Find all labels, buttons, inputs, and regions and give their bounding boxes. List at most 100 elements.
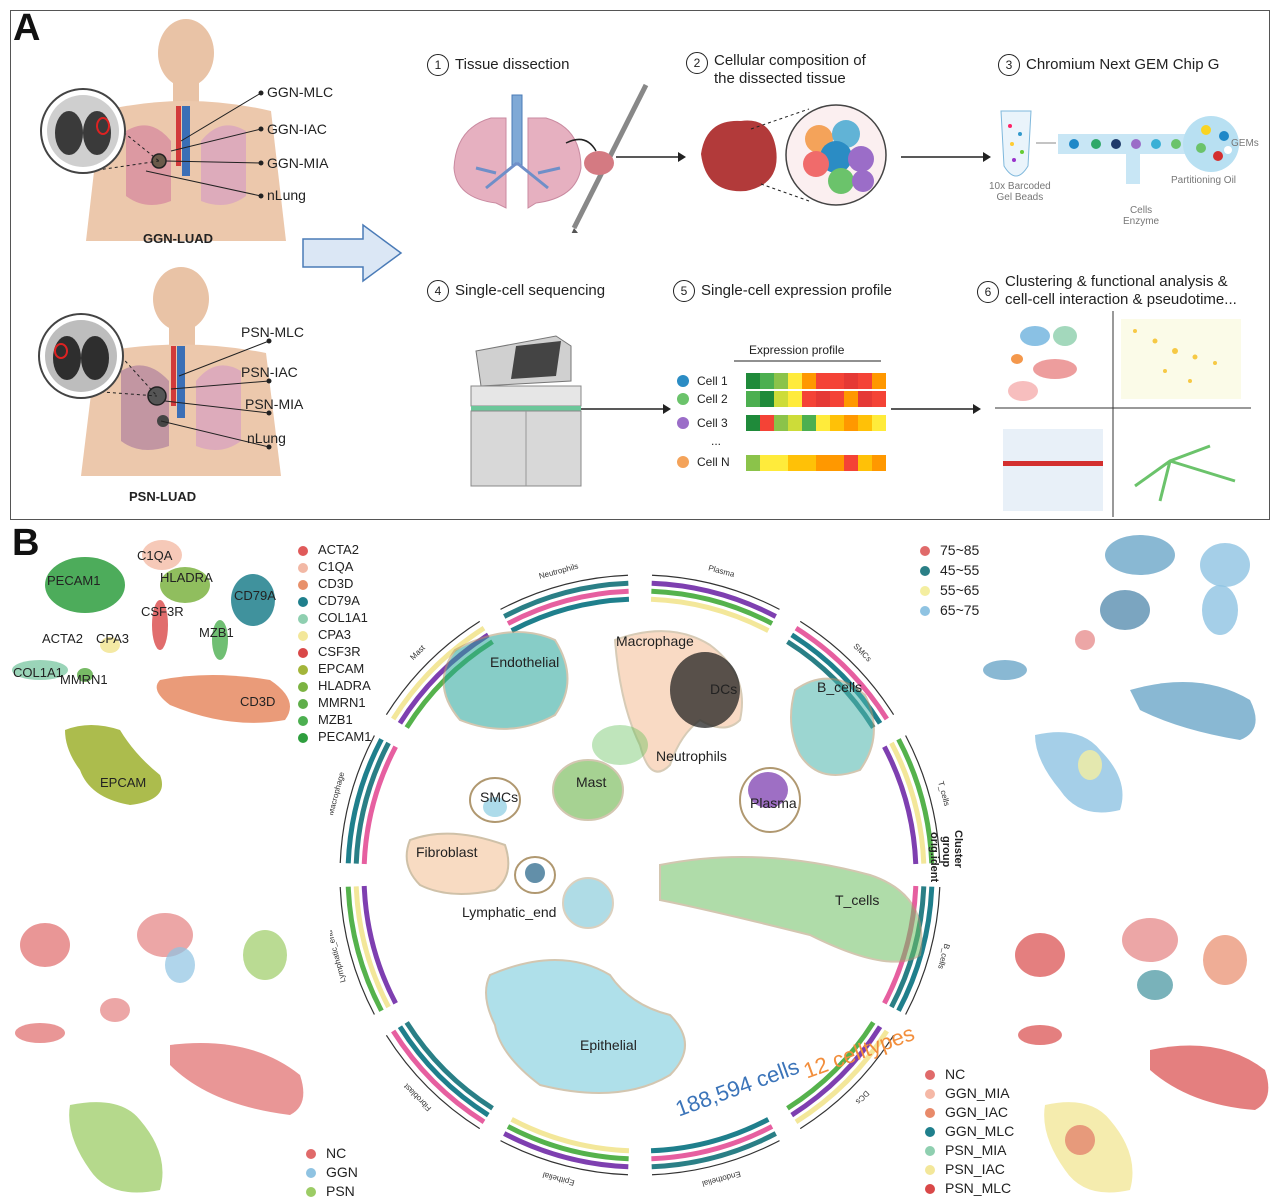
- cell-1-label: Cell 1: [697, 374, 728, 388]
- ring-arc: [503, 580, 629, 619]
- heatmap-cell: [830, 415, 844, 431]
- psn-label-mia: PSN-MIA: [245, 396, 304, 412]
- sequencer-illustration: [470, 335, 582, 487]
- ring-arc: [794, 626, 889, 721]
- cluster-label-fibroblast: Fibroblast: [416, 844, 478, 860]
- heatmap-cell: [802, 455, 816, 471]
- cluster-label-smcs: SMCs: [480, 789, 519, 805]
- ring-arc: [651, 1131, 777, 1170]
- heatmap-cell: [872, 415, 886, 431]
- orig-legend-item: PSN_IAC: [925, 1161, 1005, 1177]
- cell-n-label: Cell N: [697, 455, 730, 469]
- ring-sector-label: Epithelial: [542, 1170, 576, 1187]
- ring-sector-label: Plasma: [707, 563, 736, 579]
- heatmap-cell: [774, 455, 788, 471]
- heatmap-cell: [774, 373, 788, 389]
- heatmap-cell: [746, 455, 760, 471]
- ring-arc: [353, 886, 391, 1009]
- psn-label-iac: PSN-IAC: [241, 364, 298, 380]
- orig-legend-item: PSN_MLC: [925, 1180, 1011, 1196]
- ring-arc: [651, 588, 774, 626]
- heatmap-cell: [830, 455, 844, 471]
- ring-sector-label: B_cells: [936, 943, 950, 970]
- umap-label-cd79a: CD79A: [234, 588, 276, 603]
- cells-enzyme-label: Cells Enzyme: [1123, 205, 1160, 227]
- ring-arc: [361, 745, 398, 865]
- heatmap-cell: [816, 415, 830, 431]
- ring-arc: [339, 886, 375, 1015]
- tissue-composition-illustration: [701, 104, 887, 206]
- ring-track-orig: orig.ident: [928, 832, 940, 883]
- heatmap-cell: [844, 373, 858, 389]
- marker-umap: [12, 540, 290, 805]
- ring-arc: [503, 1131, 629, 1170]
- ring-arc: [790, 1025, 883, 1118]
- marker-legend-item: CD79A: [298, 593, 360, 608]
- ring-sector-label: SMCs: [852, 642, 874, 664]
- panel-b-letter: B: [12, 522, 40, 564]
- ring-sector-label: Endothelial: [701, 1169, 742, 1188]
- ring-arc: [799, 620, 895, 716]
- cluster-label-macrophage: Macrophage: [616, 633, 694, 649]
- group-umap: [15, 913, 304, 1193]
- ring-sector-label: Mast: [408, 643, 427, 662]
- analysis-thumbnails: [995, 311, 1251, 517]
- ring-sector-label: Lymphatic_end: [330, 929, 348, 983]
- ring-arc: [510, 1117, 630, 1154]
- ring-arc: [794, 1029, 889, 1124]
- ring-track-group: group: [940, 836, 952, 868]
- panel-a-letter: A: [13, 7, 41, 49]
- ring-arc: [506, 1124, 629, 1162]
- age-legend-item: 75~85: [920, 542, 979, 558]
- ring-sector-label: Fibroblast: [401, 1081, 433, 1113]
- heatmap-cell: [760, 391, 774, 407]
- heatmap-cell: [788, 373, 802, 389]
- ring-arc: [786, 1021, 876, 1111]
- marker-legend-item: MMRN1: [298, 695, 366, 710]
- ggn-label-iac: GGN-IAC: [267, 121, 327, 137]
- heatmap-cell: [746, 373, 760, 389]
- group-legend-item: PSN: [306, 1183, 355, 1199]
- ring-arc: [391, 626, 486, 721]
- ring-arc: [506, 588, 629, 626]
- heatmap-cell: [760, 455, 774, 471]
- heatmap-cell: [774, 415, 788, 431]
- heatmap-cell: [788, 415, 802, 431]
- ring-arc: [882, 745, 919, 865]
- ring-arc: [905, 735, 941, 864]
- psn-label-nlung: nLung: [247, 430, 286, 446]
- cell-ellipsis-label: ...: [711, 434, 722, 448]
- ring-arc: [790, 632, 883, 725]
- orig-legend-item: PSN_MIA: [925, 1142, 1006, 1158]
- ring-arc: [510, 596, 630, 633]
- beads-label: 10x Barcoded Gel Beads: [989, 181, 1051, 203]
- group-legend-item: GGN: [306, 1164, 358, 1180]
- heatmap-cell: [760, 415, 774, 431]
- marker-legend-item: COL1A1: [298, 610, 368, 625]
- cluster-label-dcs: DCs: [710, 681, 738, 697]
- psn-label-mlc: PSN-MLC: [241, 324, 305, 340]
- umap-label-hladra: HLADRA: [160, 570, 213, 585]
- heatmap-cell: [802, 391, 816, 407]
- marker-legend-item: MZB1: [298, 712, 353, 727]
- marker-legend-item: CPA3: [298, 627, 351, 642]
- orig-legend-item: NC: [925, 1066, 965, 1082]
- orig-legend-item: GGN_IAC: [925, 1104, 1008, 1120]
- orig-legend-item: GGN_MLC: [925, 1123, 1014, 1139]
- umap-label-cd3d: CD3D: [240, 694, 276, 709]
- panel-a: A GGN-MLC GGN-IAC GGN-MIA nLung GGN-LUAD: [10, 7, 1270, 520]
- expression-profile-title: Expression profile: [749, 343, 845, 357]
- ring-arc: [339, 735, 375, 864]
- oil-label: Partitioning Oil: [1171, 175, 1237, 186]
- cluster-label-plasma: Plasma: [750, 795, 797, 811]
- umap-label-mzb1: MZB1: [199, 625, 234, 640]
- ring-arc: [651, 574, 780, 610]
- marker-legend-item: C1QA: [298, 559, 353, 574]
- ring-sector-label: Neutrophils: [538, 562, 579, 581]
- umap-label-mmrn1: MMRN1: [60, 672, 108, 687]
- ggn-label-mia: GGN-MIA: [267, 155, 329, 171]
- heatmap-cell: [872, 391, 886, 407]
